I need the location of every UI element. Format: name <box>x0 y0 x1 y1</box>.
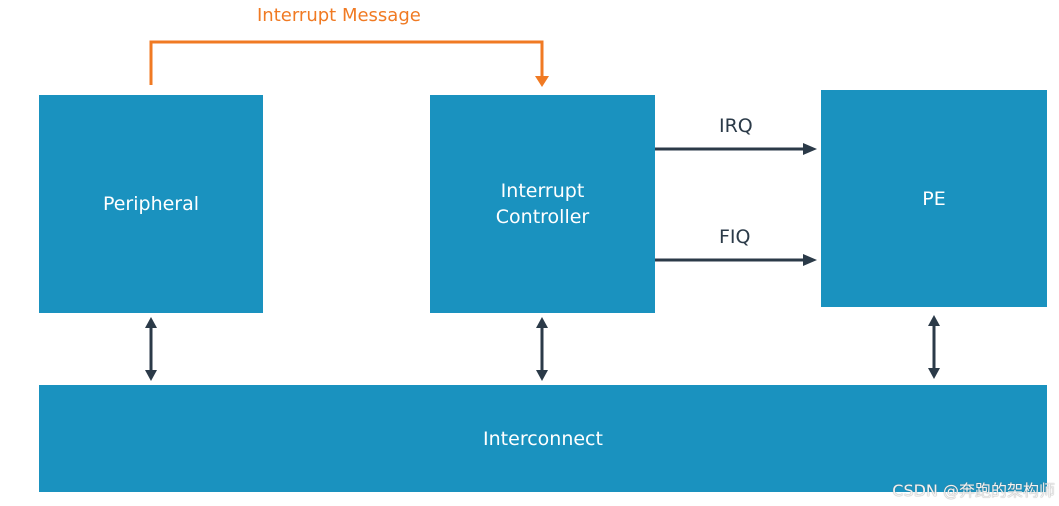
peripheral-bus-arrow <box>145 317 157 381</box>
controller-bus-arrow <box>536 317 548 381</box>
pe-block: PE <box>821 90 1047 307</box>
interrupt-message-arrowhead <box>535 76 549 87</box>
interrupt-message-label: Interrupt Message <box>257 5 421 26</box>
interconnect-label: Interconnect <box>483 427 603 450</box>
pe-label: PE <box>922 187 946 210</box>
interrupt-controller-block: Interrupt Controller <box>430 95 655 313</box>
peripheral-block: Peripheral <box>39 95 263 313</box>
controller-label-line2: Controller <box>495 206 590 228</box>
interconnect-block: Interconnect <box>39 385 1047 492</box>
interrupt-message-arrow <box>149 40 544 85</box>
fiq-label: FIQ <box>719 226 751 248</box>
fiq-arrowhead <box>803 254 817 266</box>
irq-label: IRQ <box>719 115 753 137</box>
watermark-text: CSDN @奔跑的架构师 <box>892 481 1055 500</box>
controller-label-line1: Interrupt <box>500 180 585 202</box>
peripheral-label: Peripheral <box>102 193 200 215</box>
irq-arrowhead <box>803 143 817 155</box>
pe-bus-arrow <box>928 315 940 379</box>
